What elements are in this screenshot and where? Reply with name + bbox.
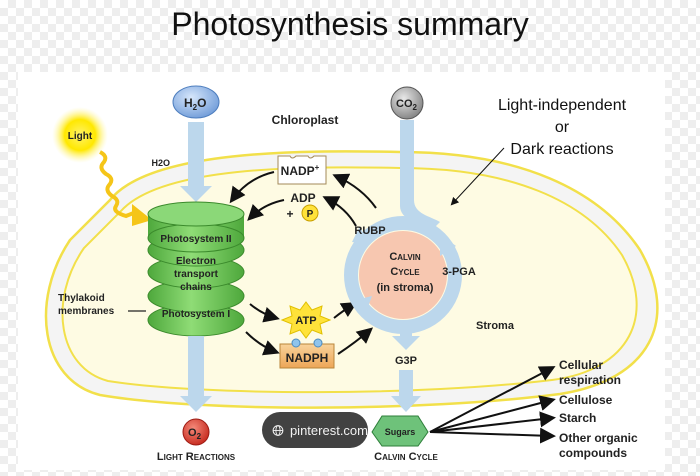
3pga-label: 3-PGA	[442, 266, 476, 278]
adp-label: ADP	[290, 191, 315, 205]
phosphate-label: P	[307, 209, 314, 220]
rubp-label: RUBP	[354, 225, 385, 237]
etc-label-2: transport	[174, 269, 219, 280]
chloroplast-label: Chloroplast	[272, 113, 339, 127]
nadph-box: NADPH	[279, 338, 335, 369]
o2-output: O2	[182, 418, 210, 446]
plus-label: +	[286, 207, 293, 221]
co2-label: CO	[396, 98, 413, 110]
etc-label-1: Electron	[176, 256, 216, 267]
calvin-cycle: Calvin Cycle (in stroma)	[344, 216, 462, 334]
h2o-label-base: H	[184, 96, 193, 110]
o2-arrow	[180, 336, 212, 412]
products-list: Cellular respiration Cellulose Starch Ot…	[559, 358, 638, 460]
sun-icon	[52, 107, 108, 163]
light-label: Light	[68, 131, 93, 142]
annotation-line-2: or	[555, 119, 570, 136]
calvin-cycle-label: Calvin Cycle	[374, 451, 438, 463]
atp-label: ATP	[295, 315, 316, 327]
dark-reactions-annotation: Light-independent or Dark reactions	[450, 97, 627, 206]
source-domain: pinterest.com	[289, 422, 368, 438]
photosystem-i-label: Photosystem I	[162, 309, 231, 320]
product-cellulose: Cellulose	[559, 393, 613, 407]
atp-star: ATP	[280, 301, 332, 339]
annotation-line-1: Light-independent	[498, 97, 627, 114]
svg-text:O2: O2	[188, 427, 202, 441]
product-respiration: respiration	[559, 373, 621, 387]
svg-text:NADP+: NADP+	[281, 163, 320, 178]
svg-text:CO2: CO2	[396, 98, 418, 112]
sugars-output: Sugars	[371, 415, 429, 447]
calvin-line-3: (in stroma)	[377, 282, 434, 294]
thylakoid-label-2: membranes	[58, 306, 115, 317]
product-cellular: Cellular	[559, 358, 603, 372]
nadph-label: NADPH	[286, 351, 329, 365]
annotation-line-3: Dark reactions	[510, 141, 613, 158]
light-reactions-label: Light Reactions	[157, 451, 236, 463]
co2-input: CO2	[390, 86, 440, 230]
light-source: Light	[52, 107, 152, 226]
g3p-arrow	[391, 370, 421, 412]
h2o-formula-label: H2O	[151, 158, 170, 168]
svg-text:H2O: H2O	[184, 96, 206, 112]
nadp-label: NADP	[281, 164, 315, 178]
source-link-overlay[interactable]: pinterest.com	[262, 412, 368, 448]
thylakoid-label-1: Thylakoid	[58, 293, 105, 304]
o2-label: O	[188, 427, 197, 439]
photosystem-ii-label: Photosystem II	[160, 234, 231, 245]
h2o-input: H2O	[172, 85, 220, 202]
calvin-line-1: Calvin	[389, 251, 421, 263]
product-starch: Starch	[559, 411, 596, 425]
h2o-arrow	[180, 122, 212, 202]
nadp-box: NADP+	[277, 155, 327, 185]
globe-icon	[272, 424, 284, 436]
etc-label-3: chains	[180, 282, 212, 293]
stroma-label: Stroma	[476, 320, 515, 332]
page-title: Photosynthesis summary	[171, 6, 529, 42]
light-wave-arrow	[99, 150, 137, 219]
product-compounds: compounds	[559, 446, 627, 460]
co2-arrow	[400, 120, 440, 230]
phosphate-icon	[301, 204, 319, 222]
calvin-line-2: Cycle	[390, 266, 420, 278]
sugars-label: Sugars	[385, 427, 416, 437]
thylakoid-stack: Photosystem II Electron transport chains…	[147, 201, 245, 337]
g3p-label: G3P	[395, 355, 417, 367]
product-other: Other organic	[559, 431, 638, 445]
